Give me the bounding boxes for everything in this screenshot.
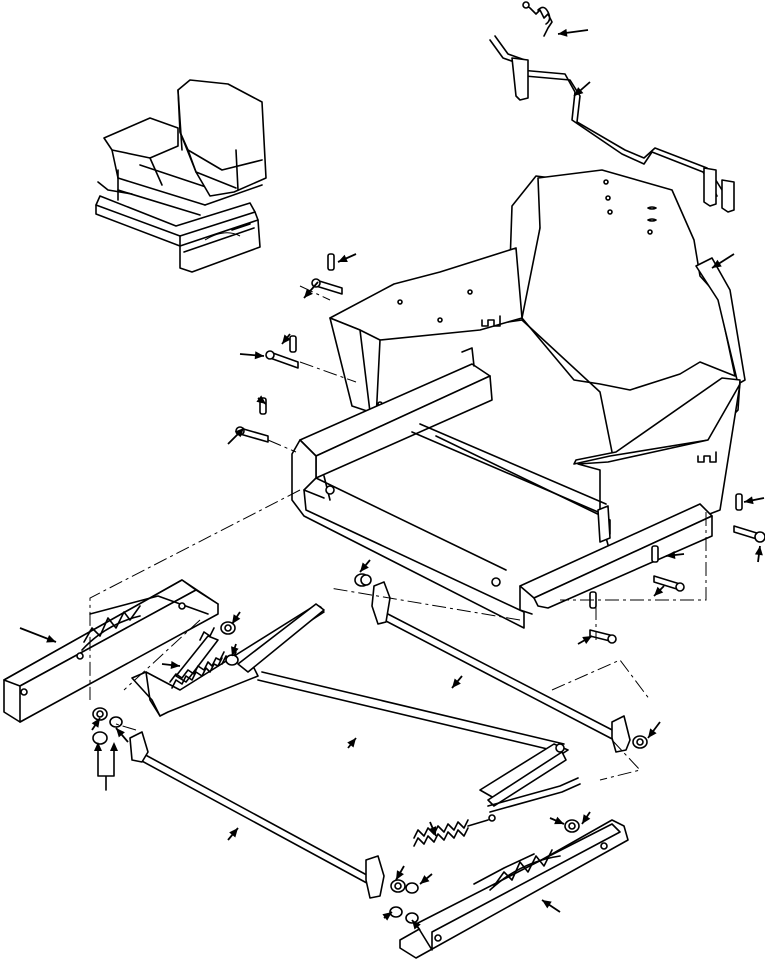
arrowhead-icon [712,259,722,268]
arrowhead-icon [582,636,592,644]
arrowhead-icon [116,728,125,738]
arrowhead-icon [382,912,392,921]
arrowhead-icon [94,742,102,751]
arrowhead-icon [654,586,664,596]
left-slide-rail [3,579,219,723]
arrowhead-icon [232,614,241,624]
arrowhead-icon [574,87,584,96]
arrowhead-icon [91,718,100,728]
handle-spring [522,1,553,37]
arrowhead-icon [229,828,238,838]
right-slide-rail [399,819,629,959]
arrowhead-icon [256,395,266,404]
arrowhead-icon [110,742,118,751]
seat-assembly-inset [95,79,267,273]
arrowhead-icon [558,28,568,37]
arrowhead-icon [452,678,461,688]
tension-spring [169,627,496,847]
arrowhead-icon [360,562,369,572]
arrowhead-icon [396,870,404,880]
arrowhead-icon [234,428,244,438]
callout-bracket [97,747,115,791]
seat-frame [291,347,713,629]
bushings-and-nuts [92,573,648,924]
arrowhead-icon [582,814,591,824]
arrowhead-icon [648,728,657,738]
adjuster-handle [489,35,735,213]
center-lines [89,285,707,781]
callout-arrows [19,28,765,931]
arrowhead-icon [338,254,348,262]
arrowhead-icon [304,288,313,298]
arrowhead-icon [754,546,763,556]
arrowhead-icon [744,496,754,505]
arrowhead-icon [282,334,291,344]
arrowhead-icon [46,635,56,643]
arrowhead-icon [542,900,552,909]
arrowhead-icon [347,738,356,748]
arrowhead-icon [554,816,564,825]
arrowhead-icon [231,646,239,656]
arrowhead-icon [412,920,421,930]
arrowhead-icon [254,351,264,360]
arrowhead-icon [420,875,430,884]
arrowhead-icon [170,661,180,669]
arrowhead-icon [428,826,437,836]
seat-pan [329,169,746,553]
suspension-linkage [129,581,631,899]
arrowhead-icon [666,551,676,559]
